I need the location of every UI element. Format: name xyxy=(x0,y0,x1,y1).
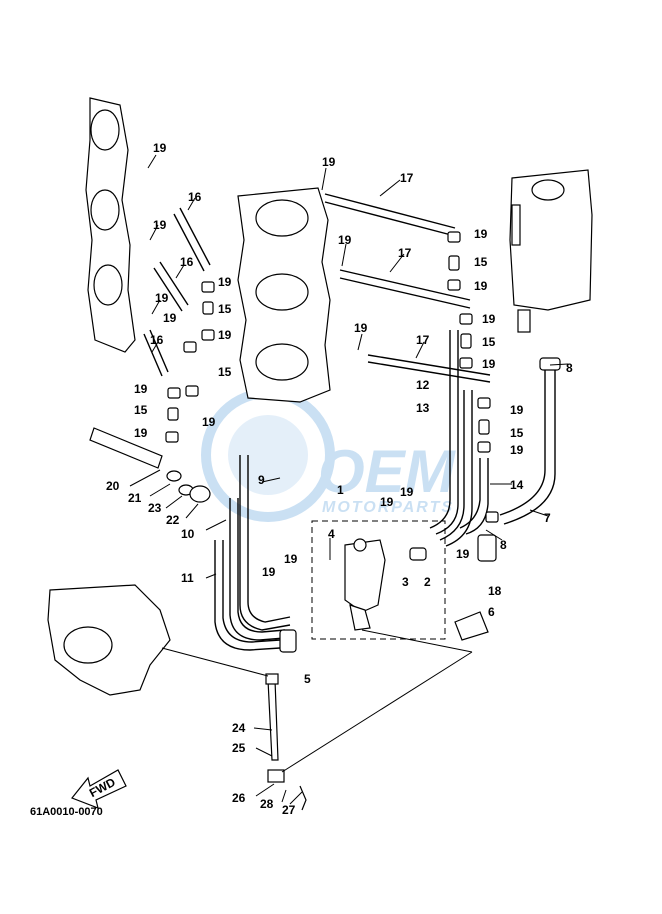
callout-9: 9 xyxy=(258,473,265,487)
callout-16: 16 xyxy=(188,190,202,204)
callout-4: 4 xyxy=(328,527,335,541)
callout-7: 7 xyxy=(544,511,551,525)
callout-19: 19 xyxy=(134,426,148,440)
callout-15: 15 xyxy=(510,426,524,440)
oil-pump-assembly-box xyxy=(311,520,446,640)
small-parts xyxy=(165,231,499,653)
left-intake-plates xyxy=(85,97,136,353)
callout-19: 19 xyxy=(218,328,232,342)
callout-17: 17 xyxy=(400,171,414,185)
hoses xyxy=(143,193,561,651)
diagram-code: 61A0010-0070 xyxy=(30,806,103,818)
callout-28: 28 xyxy=(260,797,274,811)
callout-26: 26 xyxy=(232,791,246,805)
callout-25: 25 xyxy=(232,741,246,755)
callout-19: 19 xyxy=(284,552,298,566)
callout-19: 19 xyxy=(380,495,394,509)
center-intake-plate xyxy=(237,187,331,403)
connection-lines xyxy=(161,538,473,773)
callout-19: 19 xyxy=(482,357,496,371)
callout-labels: 19 16 19 16 19 19 15 19 19 16 15 19 15 1… xyxy=(106,141,573,817)
callout-19: 19 xyxy=(153,218,167,232)
callout-19: 19 xyxy=(354,321,368,335)
callout-21: 21 xyxy=(128,491,142,505)
callout-22: 22 xyxy=(166,513,180,527)
callout-11: 11 xyxy=(181,571,194,585)
fitting-6 xyxy=(454,611,489,641)
watermark-brand: OEM xyxy=(318,438,457,505)
callout-10: 10 xyxy=(181,527,195,541)
callout-1: 1 xyxy=(337,483,344,497)
callout-19: 19 xyxy=(153,141,167,155)
callout-16: 16 xyxy=(150,333,164,347)
callout-19: 19 xyxy=(322,155,336,169)
callout-19: 19 xyxy=(134,382,148,396)
oil-tank xyxy=(509,169,593,333)
callout-27: 27 xyxy=(282,803,296,817)
control-rod xyxy=(265,673,307,811)
callout-19: 19 xyxy=(510,443,524,457)
callout-8: 8 xyxy=(500,538,507,552)
callout-19: 19 xyxy=(218,275,232,289)
callout-19: 19 xyxy=(482,312,496,326)
callout-8: 8 xyxy=(566,361,573,375)
watermark-sub: MOTORPARTS xyxy=(322,499,454,516)
callout-5: 5 xyxy=(304,672,311,686)
callout-17: 17 xyxy=(398,246,412,260)
callout-19: 19 xyxy=(474,227,488,241)
callout-15: 15 xyxy=(474,255,488,269)
callout-15: 15 xyxy=(482,335,496,349)
callout-2: 2 xyxy=(424,575,431,589)
callout-19: 19 xyxy=(456,547,470,561)
callout-15: 15 xyxy=(218,302,232,316)
callout-19: 19 xyxy=(202,415,216,429)
callout-19: 19 xyxy=(474,279,488,293)
callout-23: 23 xyxy=(148,501,162,515)
callout-19: 19 xyxy=(510,403,524,417)
callout-leaders xyxy=(129,154,569,805)
callout-24: 24 xyxy=(232,721,246,735)
callout-14: 14 xyxy=(510,478,524,492)
callout-16: 16 xyxy=(180,255,194,269)
callout-15: 15 xyxy=(134,403,148,417)
callout-19: 19 xyxy=(262,565,276,579)
callout-19: 19 xyxy=(400,485,414,499)
callout-18: 18 xyxy=(488,584,502,598)
callout-6: 6 xyxy=(488,605,495,619)
callout-20: 20 xyxy=(106,479,120,493)
callout-17: 17 xyxy=(416,333,430,347)
callout-19: 19 xyxy=(338,233,352,247)
drive-shaft xyxy=(89,427,211,503)
callout-13: 13 xyxy=(416,401,430,415)
callout-19: 19 xyxy=(155,291,169,305)
callout-15: 15 xyxy=(218,365,232,379)
fwd-arrow-icon: FWD xyxy=(71,769,127,809)
oil-pump xyxy=(344,538,427,631)
callout-3: 3 xyxy=(402,575,409,589)
callout-19: 19 xyxy=(163,311,177,325)
crankcase-piece xyxy=(47,584,171,696)
callout-12: 12 xyxy=(416,378,430,392)
